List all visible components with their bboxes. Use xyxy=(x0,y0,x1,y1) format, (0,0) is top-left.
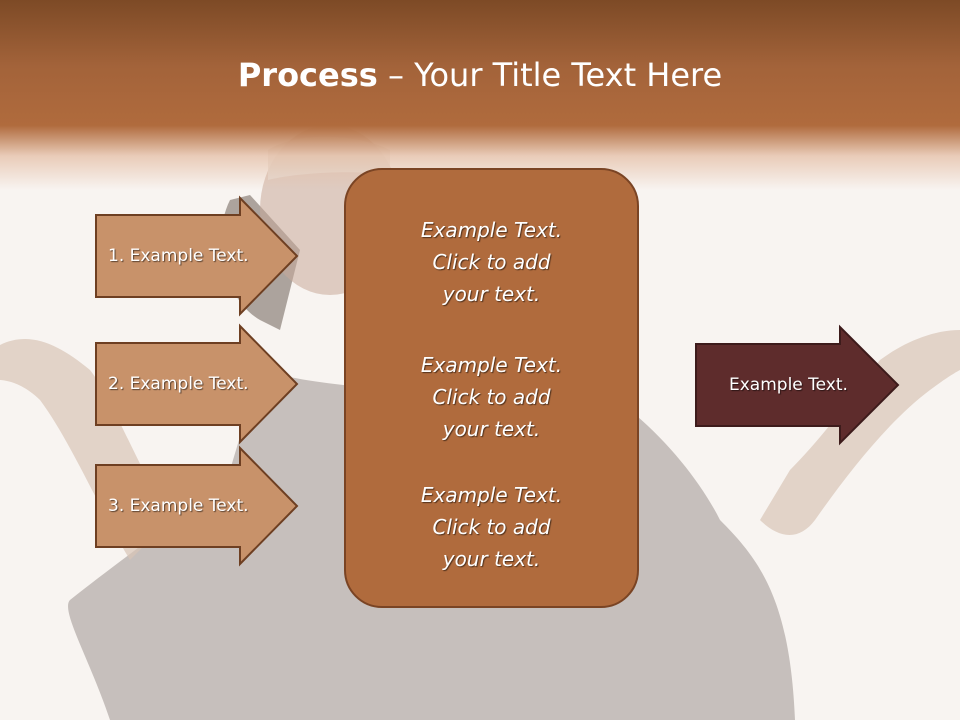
step-arrow-2[interactable] xyxy=(95,323,299,445)
step-label-2: 2. Example Text. xyxy=(108,374,249,394)
center-content-box[interactable]: Example Text. Click to add your text. Ex… xyxy=(344,168,639,608)
slide-title: Process – Your Title Text Here xyxy=(0,55,960,95)
step-arrow-3[interactable] xyxy=(95,445,299,567)
center-block-2-line-1: Example Text. xyxy=(420,353,563,377)
center-block-2-line-3: your text. xyxy=(442,417,541,441)
step-arrow-1[interactable] xyxy=(95,195,299,317)
step-label-3: 3. Example Text. xyxy=(108,496,249,516)
header-band xyxy=(0,0,960,190)
center-block-1-line-3: your text. xyxy=(442,282,541,306)
center-block-2[interactable]: Example Text. Click to add your text. xyxy=(346,349,637,445)
center-block-1-line-1: Example Text. xyxy=(420,218,563,242)
center-block-3-line-2: Click to add xyxy=(432,515,551,539)
center-block-1-line-2: Click to add xyxy=(432,250,551,274)
title-rest: Your Title Text Here xyxy=(414,56,723,94)
center-block-1[interactable]: Example Text. Click to add your text. xyxy=(346,214,637,310)
title-bold: Process xyxy=(237,56,378,94)
center-block-3-line-3: your text. xyxy=(442,547,541,571)
center-block-3-line-1: Example Text. xyxy=(420,483,563,507)
center-block-2-line-2: Click to add xyxy=(432,385,551,409)
result-arrow[interactable] xyxy=(695,324,900,446)
title-dash: – xyxy=(377,56,415,94)
step-label-1: 1. Example Text. xyxy=(108,246,249,266)
center-block-3[interactable]: Example Text. Click to add your text. xyxy=(346,479,637,575)
result-label: Example Text. xyxy=(729,375,848,395)
